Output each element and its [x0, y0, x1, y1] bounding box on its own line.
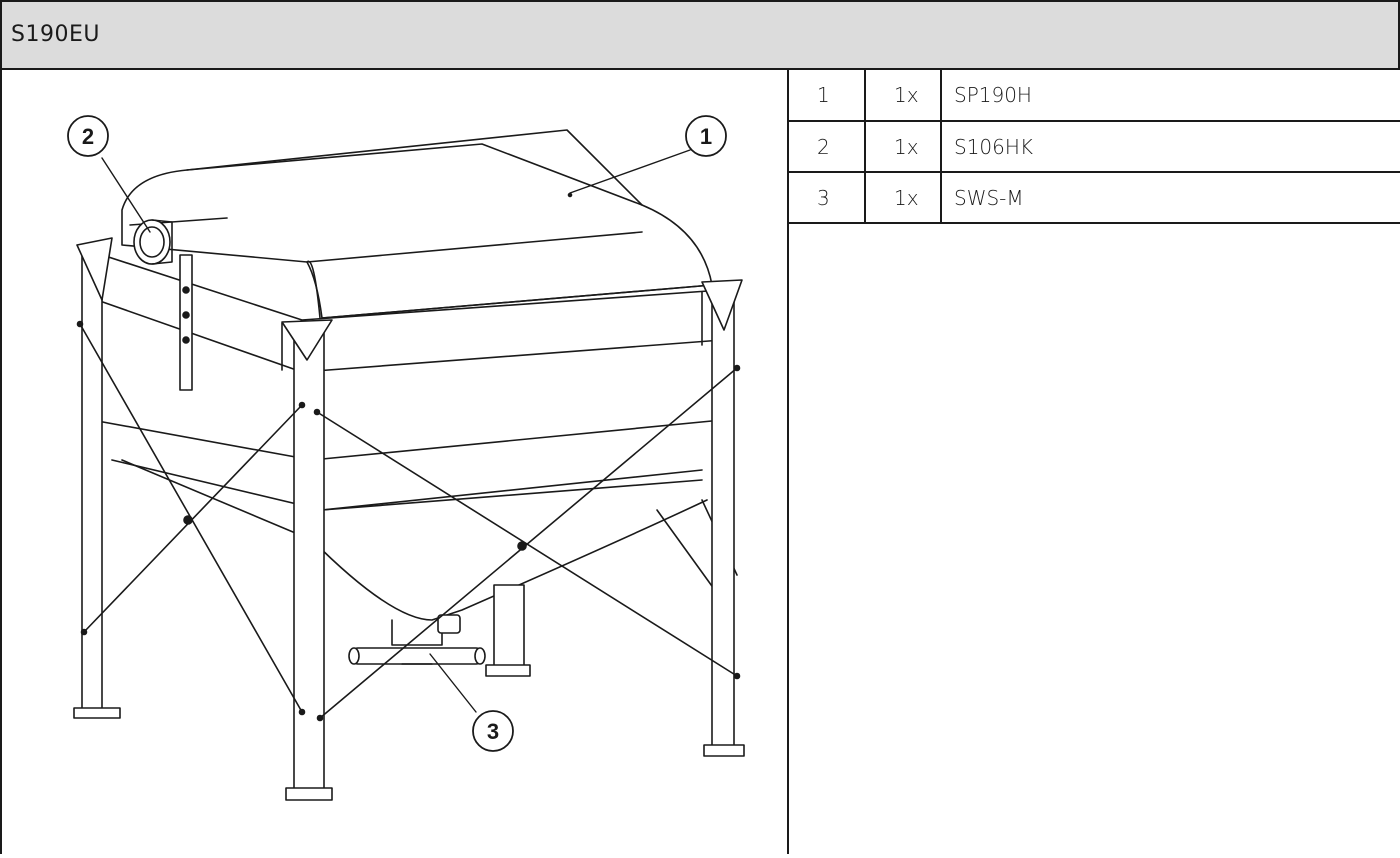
- frame-divider: [787, 70, 789, 854]
- cross-braces: [76, 320, 741, 722]
- callout-2: 2: [67, 115, 109, 157]
- silo-legs: [73, 237, 745, 801]
- callout-leaders: [101, 149, 691, 713]
- table-row: 3 1x SWS-M: [789, 172, 1400, 224]
- item-quantity: 1x: [865, 172, 942, 224]
- item-number: 3: [789, 172, 866, 224]
- item-number: 2: [789, 121, 866, 173]
- silo-lid: [121, 129, 713, 319]
- callout-3-label: 3: [487, 719, 499, 744]
- callout-1-label: 1: [700, 124, 712, 149]
- part-number: S106HK: [941, 121, 1400, 173]
- table-row: 2 1x S106HK: [789, 121, 1400, 173]
- callout-2-label: 2: [82, 124, 94, 149]
- part-number: SP190H: [941, 70, 1400, 122]
- callout-1: 1: [685, 115, 727, 157]
- filter-unit: [129, 217, 228, 391]
- item-quantity: 1x: [865, 121, 942, 173]
- callout-3: 3: [472, 710, 514, 752]
- page-title: S190EU: [11, 22, 100, 47]
- parts-list-table: 1 1x SP190H 2 1x S106HK 3 1x SWS-M: [789, 70, 1400, 224]
- table-row: 1 1x SP190H: [789, 70, 1400, 122]
- title-bar: S190EU: [0, 0, 1400, 70]
- item-number: 1: [789, 70, 866, 122]
- silo-drawing: 1 2 3: [2, 72, 787, 854]
- item-quantity: 1x: [865, 70, 942, 122]
- frame-left-border: [0, 70, 2, 854]
- part-number: SWS-M: [941, 172, 1400, 224]
